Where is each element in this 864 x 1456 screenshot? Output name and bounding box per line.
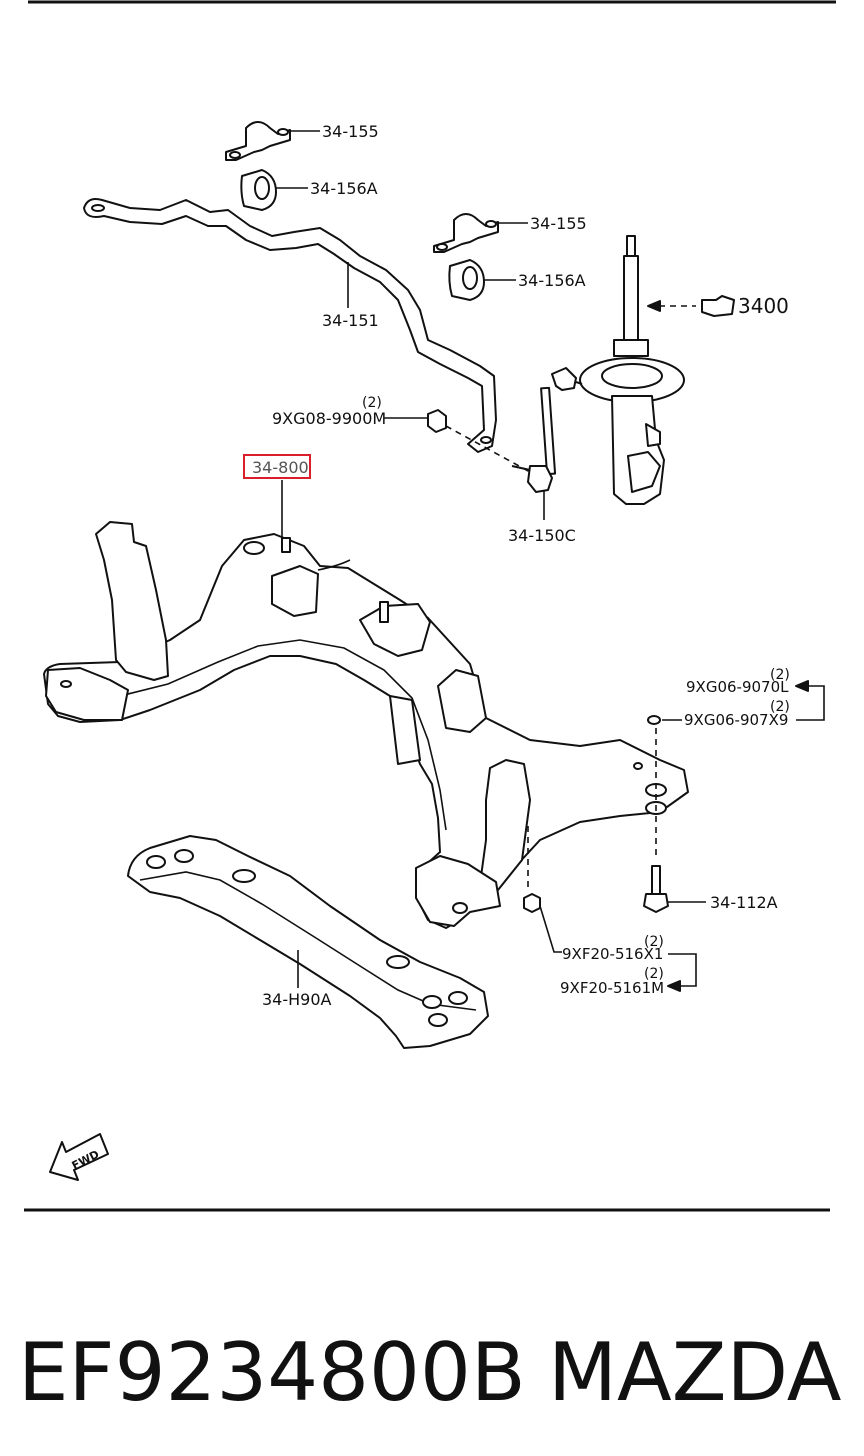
- label-lower-member: 34-H90A: [262, 990, 332, 1009]
- label-nut-m-qty: (2): [644, 966, 664, 982]
- label-bracket-top: 34-155: [322, 122, 379, 141]
- label-crossmember: 34-800: [252, 458, 309, 477]
- label-washer-l: 9XG06-9070L: [686, 678, 789, 696]
- label-bracket-mid: 34-155: [530, 214, 587, 233]
- lower-member-icon[interactable]: [127, 835, 489, 1049]
- part-number: EF9234800B: [18, 1326, 526, 1419]
- bolt-icon[interactable]: [643, 865, 669, 913]
- pointing-hand-icon: [701, 295, 735, 317]
- label-nut-x: 9XF20-516X1: [562, 945, 663, 963]
- crossmember-icon[interactable]: [43, 521, 689, 929]
- washer-icon[interactable]: [647, 715, 661, 725]
- highlight-box: [243, 454, 311, 479]
- label-washer-x-qty: (2): [770, 699, 790, 715]
- label-nut-x-qty: (2): [644, 934, 664, 950]
- label-washer-x: 9XG06-907X9: [684, 711, 788, 729]
- label-nut: 9XG08-9900M: [272, 409, 386, 428]
- label-bushing-top: 34-156A: [310, 179, 378, 198]
- label-nut-m: 9XF20-5161M: [560, 979, 664, 997]
- stabilizer-bar-icon[interactable]: [83, 198, 497, 453]
- bracket-mid-icon[interactable]: [433, 213, 499, 253]
- label-washer-l-qty: (2): [770, 667, 790, 683]
- label-bushing-mid: 34-156A: [518, 271, 586, 290]
- bushing-mid-icon[interactable]: [448, 259, 485, 301]
- stabilizer-link-icon[interactable]: [511, 367, 583, 493]
- bushing-top-icon[interactable]: [240, 169, 277, 211]
- nut-lower-icon[interactable]: [523, 893, 541, 913]
- label-nut-qty: (2): [362, 395, 382, 411]
- brand-name: MAZDA: [548, 1326, 842, 1419]
- label-stabilizer-bar: 34-151: [322, 311, 379, 330]
- forward-arrow-icon: FWD: [49, 1133, 109, 1181]
- label-link: 34-150C: [508, 526, 576, 545]
- strut-icon[interactable]: [579, 235, 685, 505]
- nut-icon[interactable]: [427, 409, 447, 433]
- label-bolt: 34-112A: [710, 893, 778, 912]
- bracket-top-icon[interactable]: [225, 121, 291, 161]
- label-shock: 3400: [738, 294, 789, 318]
